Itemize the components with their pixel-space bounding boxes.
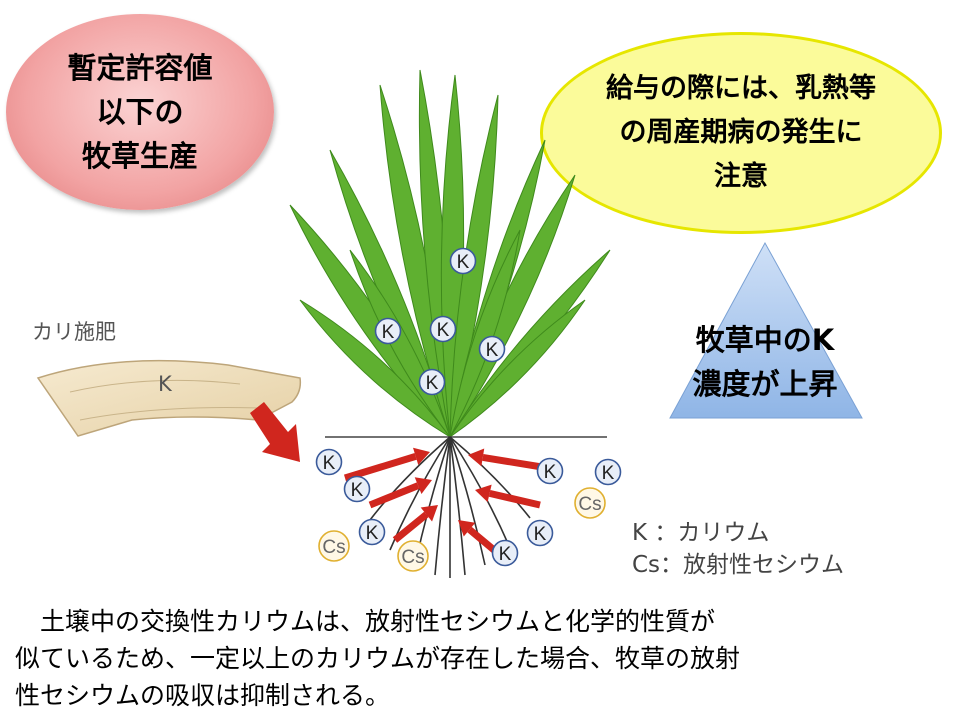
- k-ion-label: K: [534, 524, 547, 545]
- leaf: [449, 229, 521, 438]
- arrow-shaft: [488, 489, 541, 509]
- arrow-head: [475, 484, 492, 503]
- k-ion: [526, 519, 554, 547]
- cs-ion-label: Cs: [401, 547, 424, 568]
- k-ion: [358, 518, 386, 546]
- caption: 土壌中の交換性カリウムは、放射性セシウムと化学的性質が 似ているため、一定以上の…: [15, 603, 945, 714]
- triangle-label: 牧草中のK 濃度が上昇: [692, 323, 838, 401]
- yellow-bubble-text: 給与の際には、乳熱等 の周産期病の発生に 注意: [606, 73, 876, 192]
- k-ion: [418, 368, 446, 396]
- k-ion: [594, 458, 622, 486]
- arrow-shaft: [368, 482, 420, 509]
- fertilizer-arrow: [250, 402, 300, 462]
- root: [369, 436, 451, 521]
- cs-ion-label: Cs: [578, 494, 601, 515]
- k-ion: [449, 247, 477, 275]
- caption-line-3: 性セシウムの吸収は抑制される。: [15, 681, 391, 710]
- absorption-arrows: [343, 447, 549, 558]
- leaf: [449, 299, 586, 438]
- k-ion: [343, 475, 371, 503]
- k-ion-label: K: [382, 322, 395, 343]
- root: [449, 436, 486, 566]
- k-ion-label: K: [437, 320, 450, 341]
- cs-ion: [574, 487, 606, 519]
- k-ion: [429, 315, 457, 343]
- arrow-head: [468, 448, 485, 467]
- roots: [369, 436, 531, 578]
- yellow-bubble: 給与の際には、乳熱等 の周産期病の発生に 注意: [540, 32, 942, 234]
- k-ion: [478, 335, 506, 363]
- k-ion-label: K: [486, 340, 499, 361]
- root: [434, 436, 451, 576]
- root: [449, 436, 466, 576]
- k-ion-label: K: [323, 453, 336, 474]
- arrow-head: [414, 477, 432, 494]
- leaf: [299, 299, 451, 438]
- arrow-shaft: [343, 453, 417, 482]
- k-ion-label: K: [366, 523, 379, 544]
- arrow-head: [420, 505, 438, 522]
- k-ion-label: K: [457, 252, 470, 273]
- k-ion: [536, 457, 564, 485]
- cs-ion: [318, 530, 350, 562]
- k-ion-label: K: [499, 544, 512, 565]
- fertilizer-label: カリ施肥: [32, 320, 116, 344]
- bag-k-label: K: [158, 372, 172, 396]
- k-ion: [491, 539, 519, 567]
- caption-line-1: 土壌中の交換性カリウムは、放射性セシウムと化学的性質が: [15, 607, 716, 636]
- grass-leaves: [289, 69, 611, 438]
- arrow-shaft: [482, 453, 549, 472]
- k-ion: [374, 317, 402, 345]
- k-ion-label: K: [351, 480, 364, 501]
- k-ion-label: K: [426, 373, 439, 394]
- arrow-shaft: [392, 511, 429, 543]
- red-bubble: 暫定許容値 以下の 牧草生産: [6, 14, 274, 210]
- cs-ion-label: Cs: [322, 537, 345, 558]
- red-bubble-text: 暫定許容値 以下の 牧草生産: [67, 51, 213, 173]
- arrow-head: [458, 520, 476, 537]
- k-ion-label: K: [544, 462, 557, 483]
- k-ion: [315, 448, 343, 476]
- legend-potassium: K ：カリウム: [632, 520, 770, 546]
- triangle-shape: [669, 241, 863, 419]
- caption-line-2: 似ているため、一定以上のカリウムが存在した場合、牧草の放射: [15, 644, 741, 673]
- arrow-head: [413, 447, 430, 465]
- k-ion-label: K: [602, 463, 615, 484]
- cs-ion: [397, 540, 429, 572]
- legend-cesium: Cs：放射性セシウム: [632, 552, 845, 578]
- fertilizer-bag: [36, 359, 302, 437]
- root: [449, 436, 531, 519]
